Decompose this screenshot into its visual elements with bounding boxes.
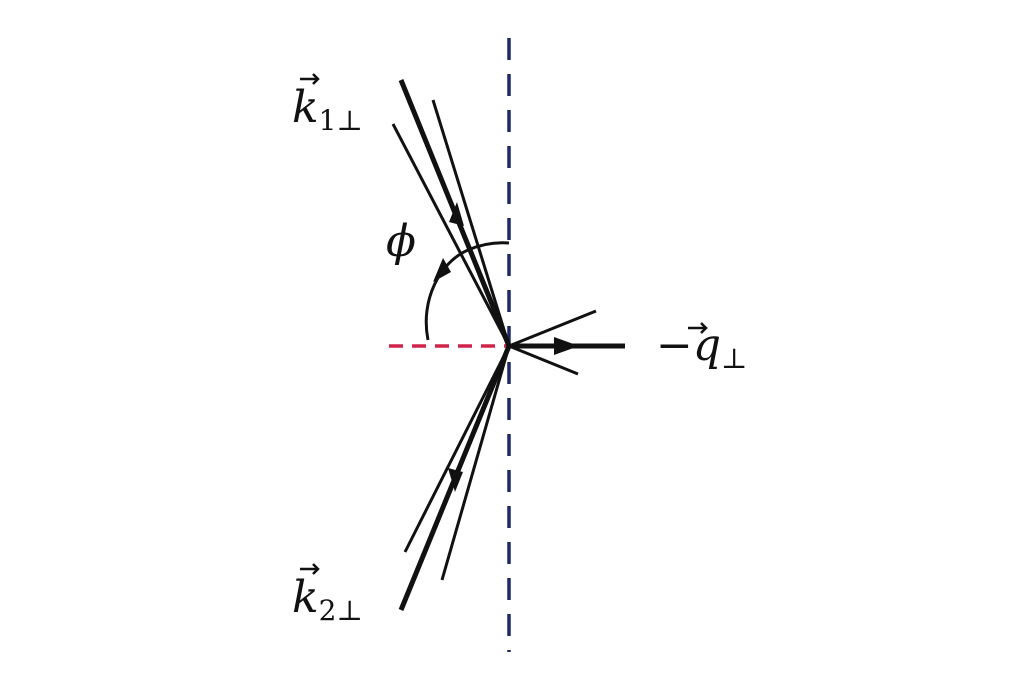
label-k2-vector-arrow xyxy=(300,563,320,575)
jet-k2 xyxy=(398,345,512,611)
jet-k2-cone-line-left xyxy=(403,345,511,553)
label-k1-main: k xyxy=(292,82,319,133)
label-k2-main: k xyxy=(292,572,319,623)
jet-k1-cone-line-left xyxy=(391,123,511,347)
angle-phi-arc xyxy=(424,241,510,341)
label-q-sub: ⊥ xyxy=(721,342,747,375)
jet-k1 xyxy=(391,79,512,347)
jet-k1-arrowhead xyxy=(449,202,464,226)
jet-q-cone-line-upper xyxy=(508,309,597,348)
jet-q-cone-line-lower xyxy=(508,344,579,376)
label-q-prefix: − xyxy=(656,320,693,371)
label-k1-sub: 1⊥ xyxy=(319,104,363,137)
label-q-vector-arrow xyxy=(688,322,708,334)
jet-q xyxy=(508,309,625,376)
label-k2: k2⊥ xyxy=(292,563,363,627)
label-q: −q⊥ xyxy=(656,320,747,375)
label-k1: k1⊥ xyxy=(292,73,363,137)
jet-k2-arrowhead xyxy=(448,468,463,492)
label-phi: ϕ xyxy=(386,216,416,267)
label-k1-vector-arrow xyxy=(300,73,320,85)
jet-k2-cone-line-right xyxy=(440,345,511,581)
svg-text:k1⊥: k1⊥ xyxy=(292,82,363,137)
svg-text:k2⊥: k2⊥ xyxy=(292,572,363,627)
jet-k1-cone-line-right xyxy=(431,99,511,347)
label-k2-sub: 2⊥ xyxy=(319,594,363,627)
jet-q-arrowhead xyxy=(554,337,579,355)
angle-phi-arrowhead xyxy=(433,258,451,282)
